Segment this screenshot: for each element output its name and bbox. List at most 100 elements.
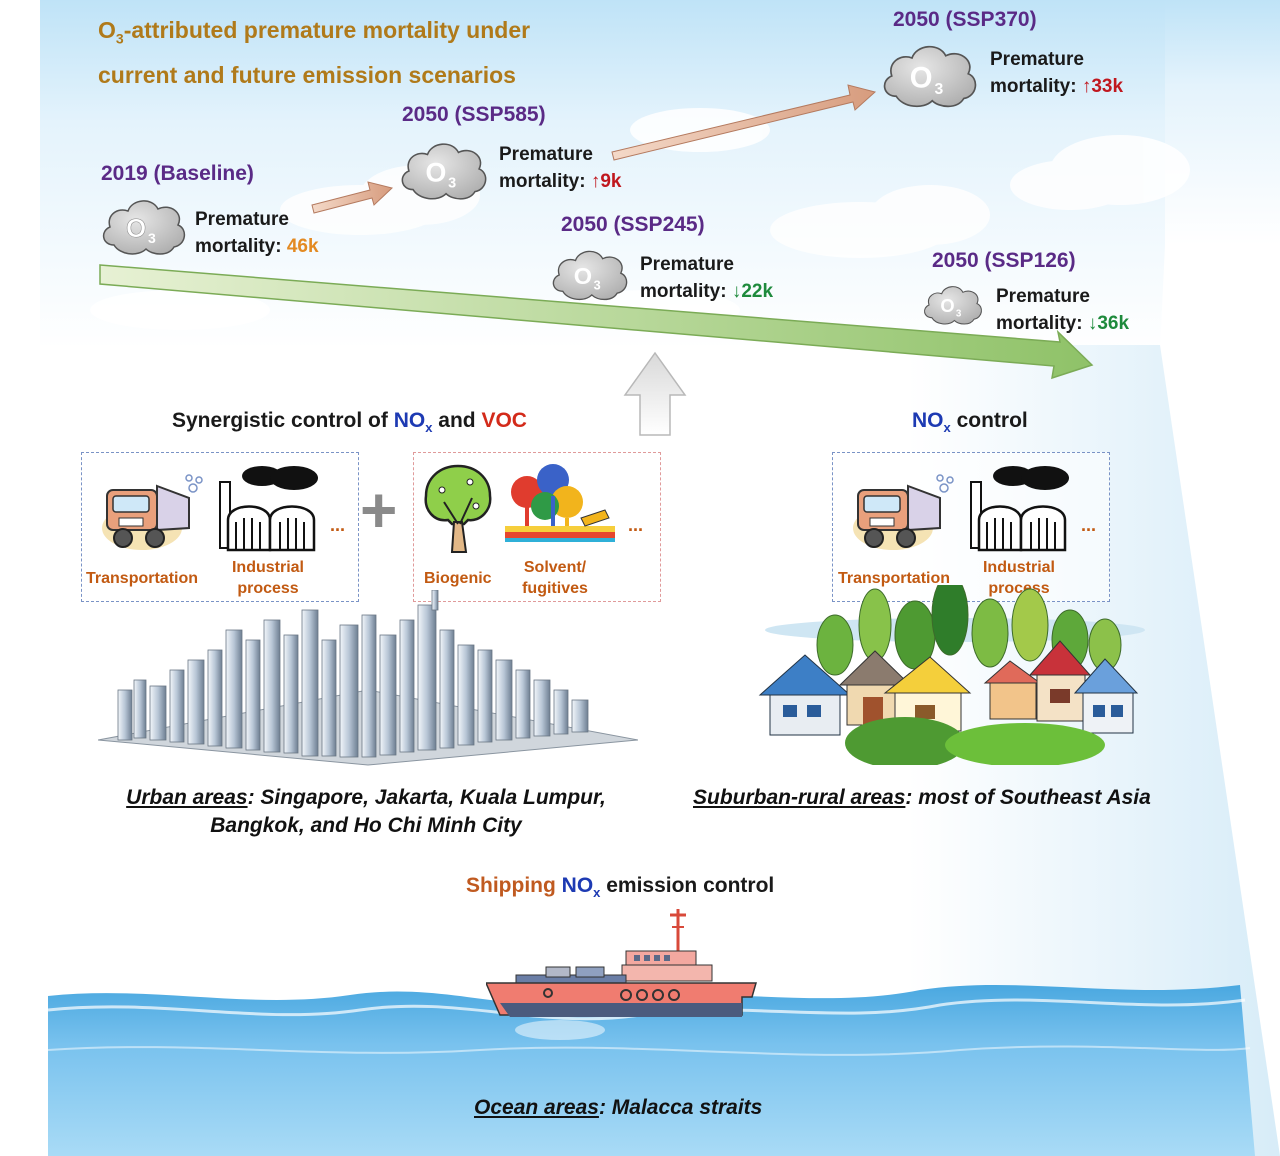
village-illustration [758, 585, 1145, 765]
mortality-label: Premature [990, 49, 1084, 70]
rural-location-label: Suburban-rural areas: most of Southeast … [693, 784, 1151, 812]
truck-icon [853, 474, 954, 550]
scenario-ssp245-label: 2050 (SSP245) [561, 213, 705, 236]
down-arrow-icon: ↓ [731, 281, 742, 302]
scenario-baseline-mortality: Premature mortality: 46k [195, 206, 319, 260]
factory-icon [219, 466, 318, 552]
mortality-prefix: mortality: [195, 236, 282, 257]
source-line: Solvent/ [523, 559, 587, 576]
nox-sub: x [425, 420, 433, 436]
mortality-value: 33k [1091, 76, 1124, 97]
mortality-value: 46k [286, 236, 319, 257]
urban-location-label: Urban areas: Singapore, Jakarta, Kuala L… [100, 784, 632, 840]
scenario-ssp370-label: 2050 (SSP370) [893, 8, 1037, 31]
mortality-prefix: mortality: [996, 313, 1083, 334]
voc-text: VOC [481, 409, 527, 432]
urban-cities-line1: : Singapore, Jakarta, Kuala Lumpur, [247, 786, 606, 809]
ellipsis: ... [628, 515, 644, 535]
urban-areas-label: Urban areas [126, 786, 248, 809]
rural-areas-label: Suburban-rural areas [693, 786, 906, 809]
o3-cloud-sub: 3 [935, 81, 944, 98]
factory-icon [970, 466, 1069, 552]
truck-icon [102, 474, 203, 550]
o3-cloud-sub: 3 [148, 230, 156, 246]
mortality-prefix: mortality: [499, 171, 586, 192]
o3-cloud-text: O [940, 295, 954, 316]
scenario-ssp370-mortality: Premature mortality: ↑33k [990, 46, 1123, 100]
nox-text: NO [393, 409, 426, 432]
source-line: Industrial [982, 559, 1055, 576]
o3-cloud-sub: 3 [956, 308, 962, 319]
ssp370-arrow [611, 84, 877, 161]
o3-cloud-text: O [574, 263, 592, 289]
mortality-prefix: mortality: [640, 281, 727, 302]
scenario-ssp585-label: 2050 (SSP585) [402, 103, 546, 126]
ship-icon [486, 909, 757, 1017]
emission-control-text: emission control [600, 874, 775, 897]
tree-icon [424, 464, 492, 553]
ocean-areas-desc: : Malacca straits [598, 1096, 763, 1119]
rural-areas-desc: : most of Southeast Asia [905, 786, 1151, 809]
o3-cloud-icon: O 3 [552, 250, 628, 301]
mortality-label: Premature [499, 144, 593, 165]
ocean-areas-label: Ocean areas [474, 1096, 599, 1119]
source-line: process [237, 580, 299, 597]
mortality-value: 22k [741, 281, 774, 302]
up-arrow [623, 351, 687, 436]
o3-cloud-icon: O 3 [102, 200, 186, 255]
source-line: Industrial [231, 559, 304, 576]
mortality-value: 36k [1097, 313, 1130, 334]
scenario-ssp126-label: 2050 (SSP126) [932, 249, 1076, 272]
nox-sub: x [593, 885, 601, 901]
o3-cloud-text: O [425, 157, 446, 187]
mortality-prefix: mortality: [990, 76, 1077, 97]
o3-cloud-text: O [910, 62, 933, 94]
heading-text: Synergistic control of [172, 409, 394, 432]
source-transportation: Transportation [838, 570, 951, 587]
source-line: fugitives [522, 580, 588, 597]
o3-cloud-text: O [126, 213, 146, 243]
ellipsis: ... [1081, 515, 1097, 535]
paint-icon [505, 464, 615, 542]
urban-control-heading: Synergistic control of NOx and VOC [172, 409, 527, 435]
down-arrow-icon: ↓ [1087, 313, 1098, 334]
mortality-label: Premature [996, 286, 1090, 307]
source-industrial: Industrial process [222, 557, 314, 599]
city-skyline-illustration [98, 590, 638, 766]
source-transportation: Transportation [86, 570, 199, 587]
rural-control-heading: NOx control [912, 409, 1028, 435]
up-arrow-icon: ↑ [590, 171, 601, 192]
o3-cloud-icon: O 3 [401, 143, 487, 200]
o3-cloud-icon: O 3 [924, 286, 982, 325]
nox-text: NO [561, 874, 594, 897]
title-line2: current and future emission scenarios [98, 61, 516, 88]
shipping-control-heading: Shipping NOx emission control [466, 874, 774, 900]
scenario-baseline-label: 2019 (Baseline) [101, 162, 254, 185]
mortality-label: Premature [640, 254, 734, 275]
ocean-location-label: Ocean areas: Malacca straits [474, 1094, 762, 1122]
scenario-ssp126-mortality: Premature mortality: ↓36k [996, 283, 1129, 337]
ellipsis: ... [330, 515, 346, 535]
o3-cloud-sub: 3 [448, 176, 456, 192]
urban-cities-line2: Bangkok, and Ho Chi Minh City [210, 814, 522, 837]
shipping-text: Shipping [466, 874, 562, 897]
scenario-ssp585-mortality: Premature mortality: ↑9k [499, 141, 622, 195]
mortality-label: Premature [195, 209, 289, 230]
source-solvent: Solvent/ fugitives [510, 557, 600, 599]
figure-title: O3-attributed premature mortality under … [98, 12, 530, 93]
decrease-trend-arrow [99, 264, 1094, 380]
o3-cloud-sub: 3 [594, 279, 601, 293]
nox-text: NO [912, 409, 944, 432]
title-o3: O [98, 17, 116, 43]
up-arrow-icon: ↑ [1081, 76, 1092, 97]
plus-sign: + [360, 474, 398, 546]
and-text: and [432, 409, 482, 432]
title-line1: -attributed premature mortality under [123, 17, 531, 43]
nox-sub: x [943, 420, 951, 436]
control-text: control [950, 409, 1028, 432]
ssp585-arrow [311, 181, 394, 214]
source-biogenic: Biogenic [424, 570, 492, 587]
scenario-ssp245-mortality: Premature mortality: ↓22k [640, 251, 773, 305]
o3-cloud-icon: O 3 [883, 45, 977, 108]
